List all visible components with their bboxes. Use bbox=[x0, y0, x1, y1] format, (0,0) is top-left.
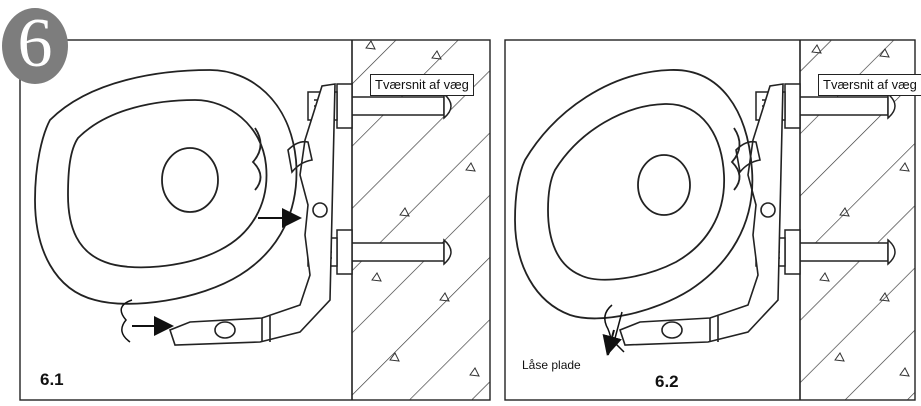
lock-plate bbox=[602, 304, 625, 356]
wall-bracket bbox=[619, 83, 784, 346]
mounting-arrows bbox=[120, 208, 302, 343]
step-number-badge bbox=[2, 8, 68, 84]
panel-label: 6.1 bbox=[40, 370, 64, 389]
wall-cross-section-callout: Tværsnit af væg bbox=[818, 74, 921, 96]
wall-cross-section-callout: Tværsnit af væg bbox=[370, 74, 474, 96]
toilet-bowl bbox=[34, 69, 298, 305]
lock-plate-label: Låse plade bbox=[522, 358, 581, 372]
toilet-bowl bbox=[514, 69, 754, 320]
panel-6-1 bbox=[19, 39, 491, 401]
step-number: 6 bbox=[17, 5, 53, 82]
panel-6-2 bbox=[504, 39, 916, 401]
panel-label: 6.2 bbox=[655, 372, 679, 391]
wall-bracket bbox=[169, 83, 336, 346]
